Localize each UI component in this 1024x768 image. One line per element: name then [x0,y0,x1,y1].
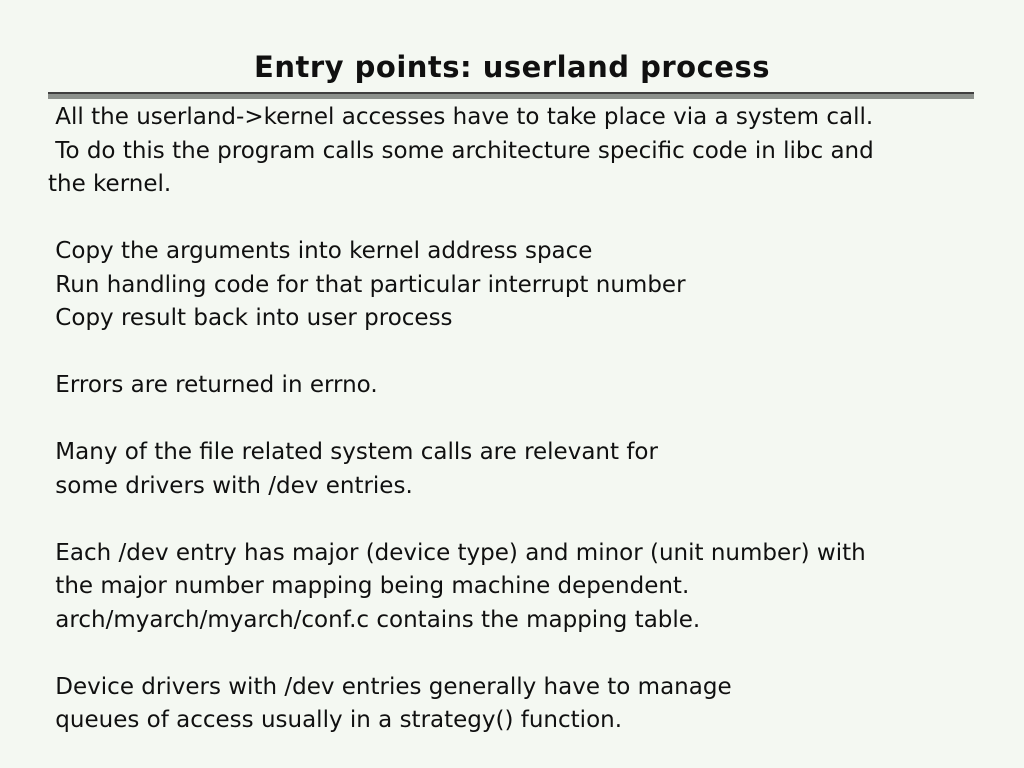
divider-dark-line [48,92,974,94]
slide-body-text: All the userland->kernel accesses have t… [48,104,874,733]
title-divider [48,92,974,99]
slide-title: Entry points: userland process [254,50,770,84]
divider-gray-line [48,94,974,99]
